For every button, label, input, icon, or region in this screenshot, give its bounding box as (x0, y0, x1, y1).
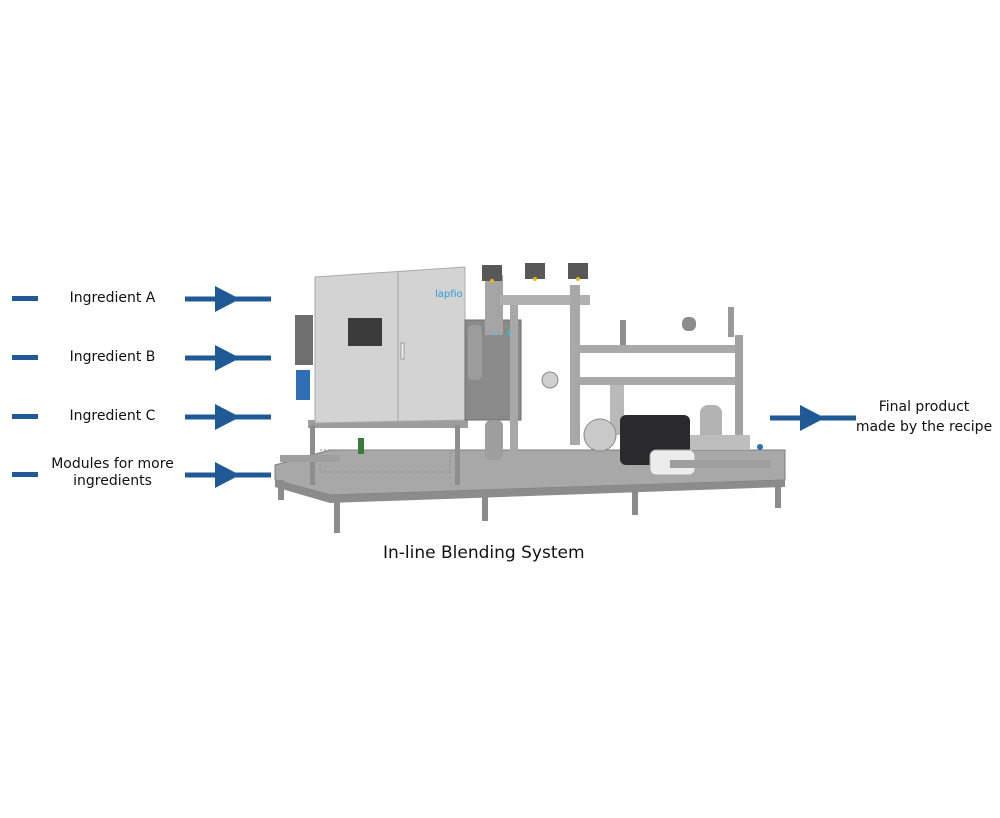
arrow-right-icon (185, 286, 271, 312)
system-caption: In-line Blending System (383, 543, 585, 563)
dash-marker (12, 472, 38, 477)
dash-marker (12, 296, 38, 301)
dash-marker (12, 414, 38, 419)
modules-label-line1: Modules for more (51, 456, 174, 472)
modules-label-line2: ingredients (73, 473, 152, 489)
arrow-right-icon (185, 345, 271, 371)
ingredient-c-label: Ingredient C (69, 408, 156, 424)
arrow-right-icon (770, 405, 856, 431)
arrow-right-icon (185, 462, 271, 488)
blending-system-illustration: lapfio (274, 263, 786, 533)
arrow-right-icon (185, 404, 271, 430)
final-product-line1: Final product (878, 399, 970, 415)
ingredient-b-label: Ingredient B (69, 349, 156, 365)
final-product-label: Final product made by the recipe (848, 397, 1000, 437)
brand-logo: lapfio (435, 289, 463, 300)
final-product-line2: made by the recipe (855, 419, 993, 435)
ingredient-a-label: Ingredient A (69, 290, 156, 306)
dash-marker (12, 355, 38, 360)
modules-label: Modules for more ingredients (40, 456, 185, 490)
